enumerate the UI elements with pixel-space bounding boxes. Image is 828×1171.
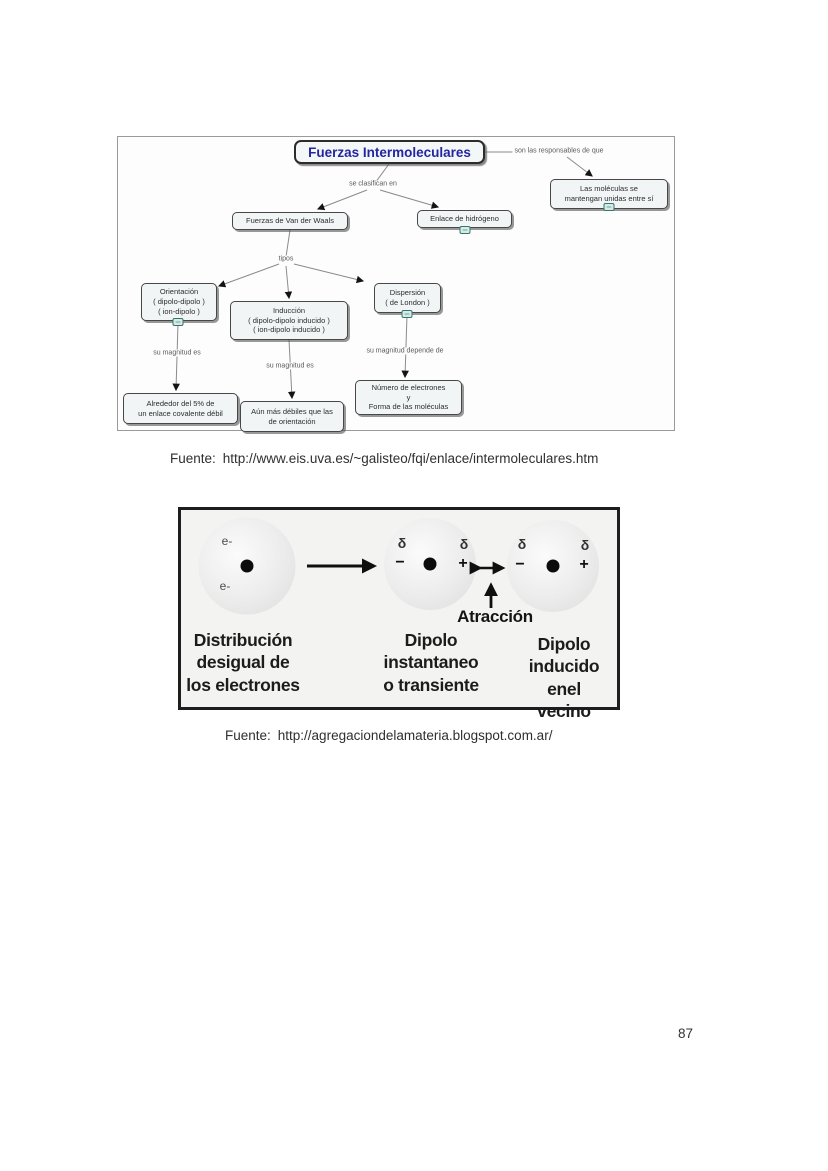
caption-distribucion: Distribución desigual de los electrones [186,630,300,695]
plus-sign: + [458,555,468,572]
source-citation-2: Fuente: http://agregaciondelamateria.blog… [225,728,552,743]
source-label: Fuente: [170,451,216,466]
resource-icon [401,310,413,318]
node-orientacion: Orientación ( dipolo-dipolo ) ( ion-dipo… [141,283,217,321]
node-numero-electrones: Número de electrones y Forma de las molé… [355,380,462,415]
nucleus-dot [423,557,437,571]
resource-icon [603,203,615,211]
node-induccion: Inducción ( dipolo-dipolo inducido ) ( i… [230,301,348,340]
caption-dipolo-instantaneo: Dipolo instantaneo o transiente [383,630,479,695]
resource-icon [172,318,184,326]
nucleus-dot [546,559,560,573]
link-label-tipos: tipos [276,255,296,263]
minus-sign: − [395,554,405,571]
delta-symbol: δ [580,537,590,553]
concept-map-connectors [172,151,593,400]
link-label-magnitud-1: su magnitud es [151,349,203,357]
source-url: http://www.eis.uva.es/~galisteo/fqi/enla… [222,451,599,466]
page-number: 87 [678,1026,694,1041]
nucleus-dot [240,559,254,573]
node-dispersion: Dispersión ( de London ) [374,283,441,313]
electron-label: e- [219,579,231,593]
minus-sign: − [515,556,525,573]
dipole-figure: e- e- δ − δ + δ − δ + Atracción Distribu… [178,507,620,721]
delta-symbol: δ [459,536,469,552]
concept-map-figure: Fuerzas Intermoleculares Las moléculas s… [117,136,675,432]
concept-map-title: Fuerzas Intermoleculares [294,140,485,164]
source-url: http://agregaciondelamateria.blogspot.co… [277,728,553,743]
source-label: Fuente: [225,728,271,743]
source-citation-1: Fuente: http://www.eis.uva.es/~galisteo/f… [170,451,598,466]
link-label-magnitud-2: su magnitud es [264,362,316,370]
node-aun-mas-debiles: Aún más débiles que las de orientación [240,401,344,432]
resource-icon [459,226,471,234]
attraction-label: Atracción [457,607,533,626]
delta-symbol: δ [517,536,527,552]
node-van-der-waals: Fuerzas de Van der Waals [232,212,348,230]
link-label-responsables: son las responsables de que [512,147,606,155]
plus-sign: + [579,556,589,573]
delta-symbol: δ [397,535,407,551]
node-alrededor-5pct: Alrededor del 5% de un enlace covalente … [123,393,238,424]
electron-label: e- [221,534,233,548]
caption-dipolo-inducido: Dipolo inducido enel vecino [528,634,600,722]
dipole-arrows [307,558,506,608]
link-label-se-clasifican: se clasifican en [347,180,399,188]
link-label-magnitud-3: su magnitud depende de [364,347,446,355]
